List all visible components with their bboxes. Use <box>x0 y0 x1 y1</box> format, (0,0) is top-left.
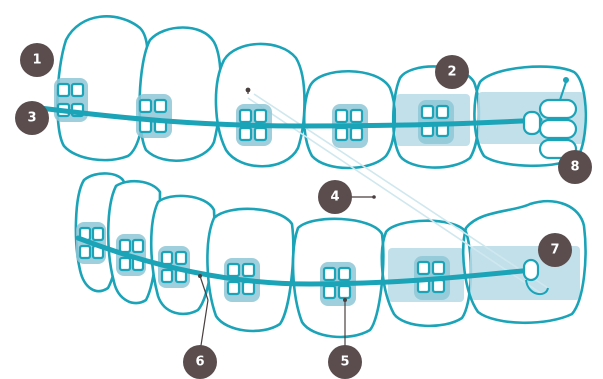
callout-6-label: 6 <box>195 355 204 370</box>
callout-7: 7 <box>538 233 572 267</box>
leader-lines <box>198 87 376 353</box>
upper-bracket-2 <box>136 94 172 138</box>
upper-hook <box>559 81 567 101</box>
callout-3: 3 <box>15 101 49 135</box>
callout-3-label: 3 <box>27 111 36 126</box>
lower-bracket-3 <box>158 246 190 288</box>
lower-tooth-7 <box>462 199 587 325</box>
upper-hook-tip <box>563 77 569 83</box>
leader-6 <box>199 275 209 301</box>
upper-molar-tube <box>522 98 578 160</box>
callout-7-label: 7 <box>550 243 559 258</box>
callout-2: 2 <box>435 55 469 89</box>
callout-4: 4 <box>318 180 352 214</box>
callout-2-label: 2 <box>447 65 456 80</box>
callout-4-label: 4 <box>330 190 339 205</box>
lower-molar-tube <box>522 258 549 296</box>
lower-tooth-6 <box>380 219 473 328</box>
upper-arch <box>56 15 588 170</box>
callout-5: 5 <box>328 345 362 379</box>
lower-archwire <box>75 235 535 287</box>
callout-8-label: 8 <box>570 160 579 175</box>
callout-5-label: 5 <box>340 355 349 370</box>
callout-8: 8 <box>558 150 592 184</box>
callout-1-label: 1 <box>32 53 41 68</box>
upper-archwire <box>37 105 543 129</box>
callout-1: 1 <box>20 43 54 77</box>
callout-6: 6 <box>183 345 217 379</box>
